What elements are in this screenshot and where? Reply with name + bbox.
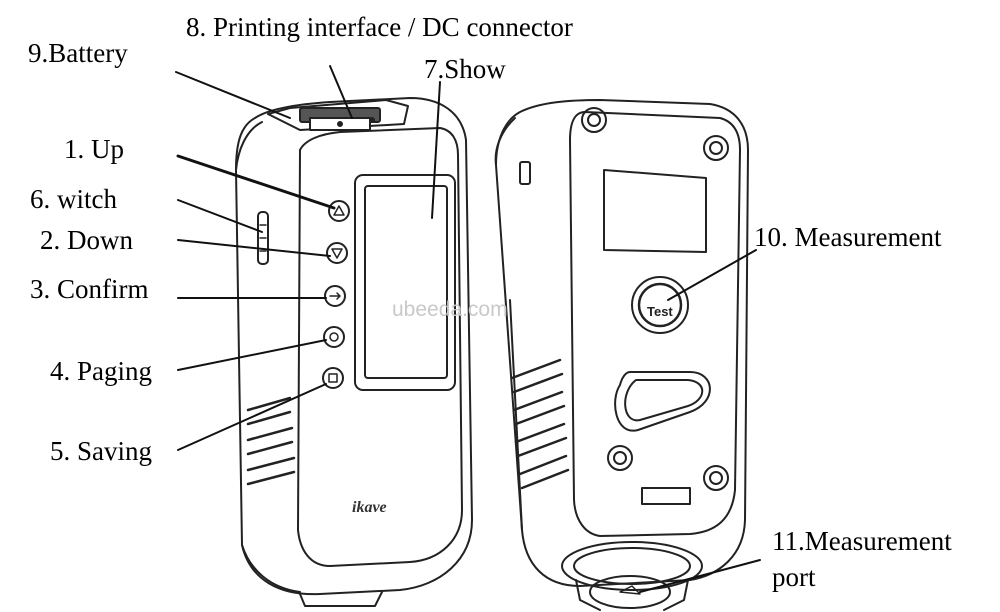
leader-lines [175,65,761,593]
front-grip-ridges [246,396,296,486]
screw-bottom-right [703,465,729,491]
leader-paging [177,339,327,371]
leader-measurement [667,249,757,301]
back-label-recess [603,169,707,253]
saving-button[interactable] [322,367,344,389]
leader-saving [177,383,327,451]
label-up: 1. Up [64,134,124,164]
leader-up [176,154,336,210]
label-show: 7.Show [424,54,506,84]
watermark: ubeeda.com [392,298,508,321]
label-battery: 9.Battery [28,38,128,68]
back-side-connector [519,161,531,185]
back-body-outline [495,99,749,587]
back-slot [641,487,691,505]
leader-battery [175,71,291,119]
screw-top-right [703,135,729,161]
back-plate [569,111,741,537]
paging-button[interactable] [323,326,345,348]
battery-cover [614,371,711,432]
back-device: Test [494,99,749,611]
measurement-port [561,541,703,611]
down-button[interactable] [326,242,348,264]
front-foot [299,591,383,607]
screw-top-left [581,107,607,133]
label-switch: 6. witch [30,184,117,214]
leader-switch [177,199,263,233]
confirm-button[interactable] [324,285,346,307]
front-body-outline [235,97,473,596]
label-measurement-port-line1: 11.Measurement [772,526,952,556]
back-grip-ridges [510,358,570,490]
leader-port [639,559,761,593]
leader-printing [329,65,353,119]
side-switch[interactable] [257,211,269,265]
front-device: ikave [235,97,473,607]
label-printing-interface: 8. Printing interface / DC connector [186,12,573,42]
label-saving: 5. Saving [50,436,153,466]
label-confirm: 3. Confirm [30,274,149,304]
up-button[interactable] [328,200,350,222]
front-top-lid [267,99,409,131]
test-button[interactable] [631,276,689,334]
test-button-label: Test [647,304,673,319]
screw-bottom-left [607,445,633,471]
leader-show [431,81,441,219]
display-screen [354,174,456,391]
label-paging: 4. Paging [50,356,153,386]
front-face-panel [297,127,463,567]
label-down: 2. Down [40,225,133,255]
brand-logo: ikave [352,499,387,516]
label-measurement-port-line2: port [772,562,816,592]
label-measurement: 10. Measurement [754,222,942,252]
leader-down [177,239,331,257]
